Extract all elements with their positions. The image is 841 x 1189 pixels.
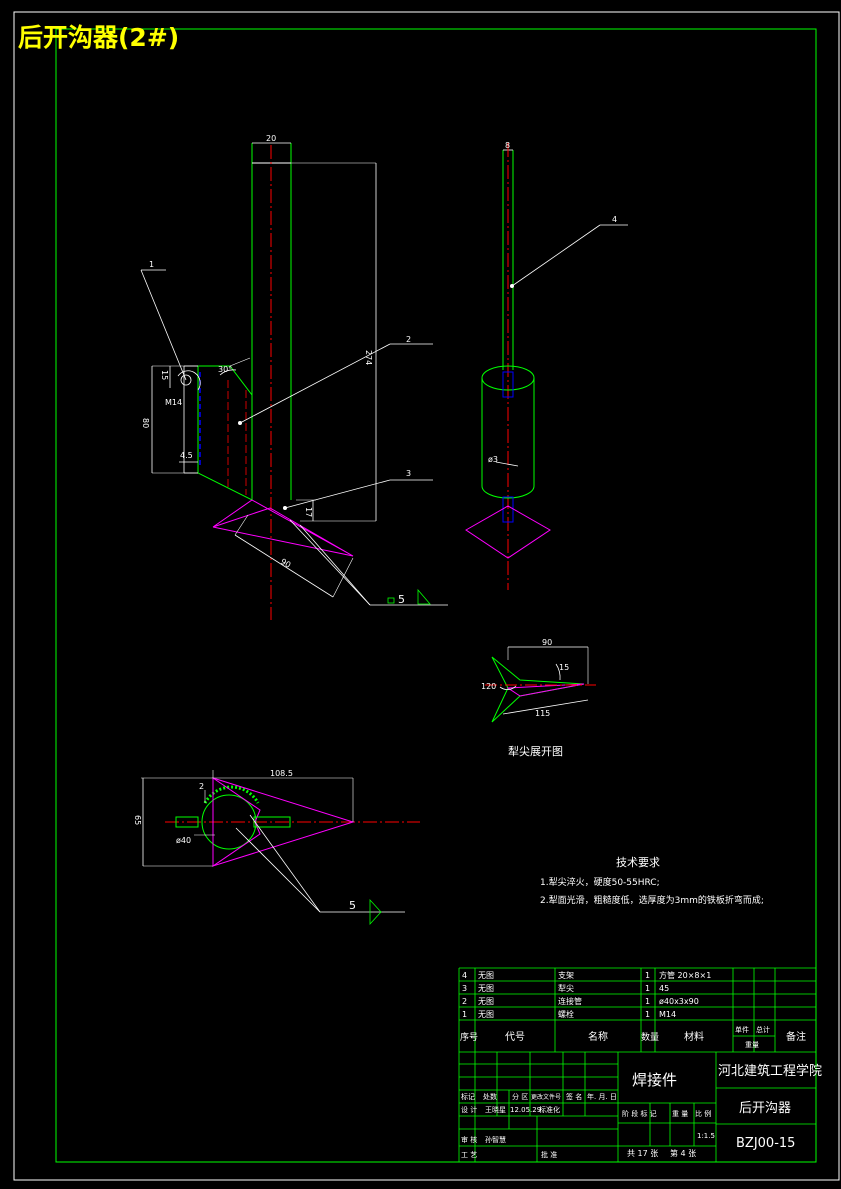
drawing-number: BZJ00-15 [736,1136,795,1151]
bom-header-mass: 重量 [745,1041,759,1049]
scale: 1:1.5 [697,1132,715,1140]
rev-header-mark: 标记 [461,1092,475,1101]
bom-header-total-mass: 总计 [756,1025,770,1034]
tech-req-heading: 技术要求 [616,856,660,869]
bom-header-qty: 数量 [641,1031,659,1043]
bom-name: 连接管 [558,996,582,1006]
bom-seq: 3 [462,984,467,993]
dim-length-108-5: 108.5 [270,769,293,778]
balloon-3: 3 [406,469,411,478]
bom-qty: 1 [645,1010,650,1019]
drawing-name: 后开沟器 [739,1101,791,1116]
title-block-grid [459,1052,816,1162]
school-name: 河北建筑工程学院 [718,1063,822,1079]
top-view: 108.5 65 2 ø40 5 [133,769,420,926]
dim-side-80: 80 [141,418,150,428]
bom-seq: 1 [462,1010,467,1019]
bom-header-note: 备注 [786,1030,806,1043]
stage-mark-header: 阶 段 标 记 [622,1109,657,1118]
dim-angle-30: 30° [218,365,232,374]
bom-material: 45 [659,984,669,993]
flat-pattern-caption: 犁尖展开图 [508,744,563,758]
process-label: 工 艺 [461,1151,477,1159]
balloon-1: 1 [149,260,154,269]
bom-code: 无图 [478,971,494,980]
rev-header-sign: 签 名 [566,1092,582,1101]
balloon-2: 2 [406,335,411,344]
tech-req-item-1: 1.犁尖淬火，硬度50-55HRC; [540,876,660,888]
bom-qty: 1 [645,997,650,1006]
drawing-frame [55,28,817,1163]
dim-width-8: 8 [505,141,510,150]
standardization-label: 标准化 [539,1105,560,1114]
bom-material: ø40x3x90 [659,997,699,1006]
bom-code: 无图 [478,984,494,993]
section-mark-5-top: 5 [349,899,356,912]
side-view: 8 ø3 4 [465,141,628,590]
rev-header-zone: 分 区 [512,1092,528,1101]
dim-bolt-m14: M14 [165,398,182,407]
dim-offset-15: 15 [160,370,169,380]
approve-label: 批 准 [541,1150,557,1159]
dim-gap-4-5: 4.5 [180,451,193,460]
tech-req-item-2: 2.犁面光滑，粗糙度低，选厚度为3mm的铁板折弯而成; [540,894,764,906]
bom-name: 犁尖 [558,983,574,993]
tip-flat-pattern: 90 15 120 115 犁尖展开图 [481,638,596,758]
dim-diameter-3: ø3 [488,455,498,464]
reviewer: 孙智慧 [485,1135,506,1144]
bom-code: 无图 [478,997,494,1006]
outer-border [13,11,840,1181]
front-view: 20 274 M14 80 15 4.5 30° 17 [140,134,448,620]
part-name: 焊接件 [632,1071,677,1089]
bom-table [458,967,816,1162]
bom-qty: 1 [645,971,650,980]
rev-header-change-doc: 更改文件号 [531,1093,561,1101]
rev-header-count: 处数 [483,1092,497,1101]
sheet-number: 第 4 张 [670,1148,696,1158]
dim-flat-angle-15: 15 [559,663,569,672]
drawing-title: 后开沟器(2#) [18,23,179,52]
bom-rows: 4 无图 支架 1 方管 20×8×1 3 无图 犁尖 1 45 2 无图 连接… [460,970,806,1049]
designer: 王晓星 [485,1105,506,1114]
bom-header-unit-mass: 单件 [735,1025,749,1034]
dim-flat-115: 115 [535,709,550,718]
total-sheets: 共 17 张 [627,1149,658,1158]
dim-height-274: 274 [364,350,373,365]
bom-material: 方管 20×8×1 [659,970,711,980]
dim-tip-90: 90 [279,557,292,570]
review-label: 审 核 [461,1135,477,1144]
rev-header-date: 年. 月. 日 [587,1092,617,1101]
dim-flat-angle-120: 120 [481,682,496,691]
section-mark-5-front: 5 [398,593,405,606]
bom-header-material: 材料 [684,1030,704,1043]
bom-code: 无图 [478,1010,494,1019]
bom-header-seq: 序号 [460,1031,478,1043]
balloon-4: 4 [612,215,617,224]
bom-qty: 1 [645,984,650,993]
dim-height-65: 65 [133,815,142,825]
scale-header: 比 例 [695,1109,711,1118]
bom-name: 螺栓 [558,1009,574,1019]
dim-bottom-17: 17 [304,507,313,517]
title-block-text: 焊接件 河北建筑工程学院 后开沟器 BZJ00-15 1:1.5 共 17 张 … [461,1063,822,1159]
bom-material: M14 [659,1010,676,1019]
dim-diameter-40: ø40 [176,836,191,845]
design-label: 设 计 [461,1105,477,1114]
design-date: 12.05.29 [510,1106,541,1114]
dim-flat-90: 90 [542,638,552,647]
bom-header-name: 名称 [588,1030,608,1043]
bom-seq: 4 [462,971,467,980]
weight-header: 重 量 [672,1110,688,1118]
technical-requirements: 技术要求 1.犁尖淬火，硬度50-55HRC; 2.犁面光滑，粗糙度低，选厚度为… [540,856,764,906]
bom-name: 支架 [558,970,574,980]
bom-seq: 2 [462,997,467,1006]
dim-width-20: 20 [266,134,276,143]
bom-header-code: 代号 [505,1031,525,1043]
dim-offset-2: 2 [199,782,204,791]
